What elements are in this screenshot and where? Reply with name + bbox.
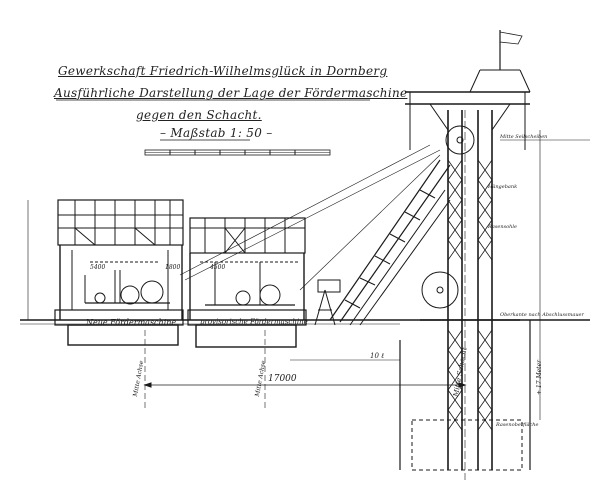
machine-house-left xyxy=(54,199,184,346)
dimension-lines xyxy=(27,110,590,480)
label-hangebank: Hängebank xyxy=(488,184,518,190)
tail-frame xyxy=(314,279,341,326)
label-side-note: Oberkante nach Abschlussmauer xyxy=(500,312,584,318)
label-dim-4500: 4500 xyxy=(210,264,226,271)
label-dim-1800: 1800 xyxy=(165,264,181,271)
label-dim-total: 17000 xyxy=(268,374,297,384)
scale-bar xyxy=(144,149,331,156)
drawing-title-line1: Gewerkschaft Friedrich-Wilhelmsglück in … xyxy=(58,64,388,78)
label-machine-left: Neue Fördermaschine xyxy=(86,318,177,327)
label-dim-5400: 5400 xyxy=(90,264,106,271)
drawing-title-line2: Ausführliche Darstellung der Lage der Fö… xyxy=(54,86,408,100)
drawing-scale: – Maßstab 1: 50 – xyxy=(160,126,273,140)
label-dim-small: 10 ℓ xyxy=(370,352,385,360)
label-machine-right: provisorische Fördermaschine xyxy=(200,318,308,326)
headframe-tower xyxy=(399,30,531,471)
label-headframe-top: Mitte Seilscheiben xyxy=(500,134,548,140)
machine-house-right xyxy=(187,217,307,348)
label-rasensohle: Rasensohle xyxy=(488,224,517,230)
inclined-rope-frame xyxy=(179,144,451,326)
label-pit-floor: Rasenoberfläche xyxy=(496,422,539,428)
drawing-title-line3: gegen den Schacht. xyxy=(136,108,262,122)
label-elevation: + 17 Meter xyxy=(536,359,543,395)
